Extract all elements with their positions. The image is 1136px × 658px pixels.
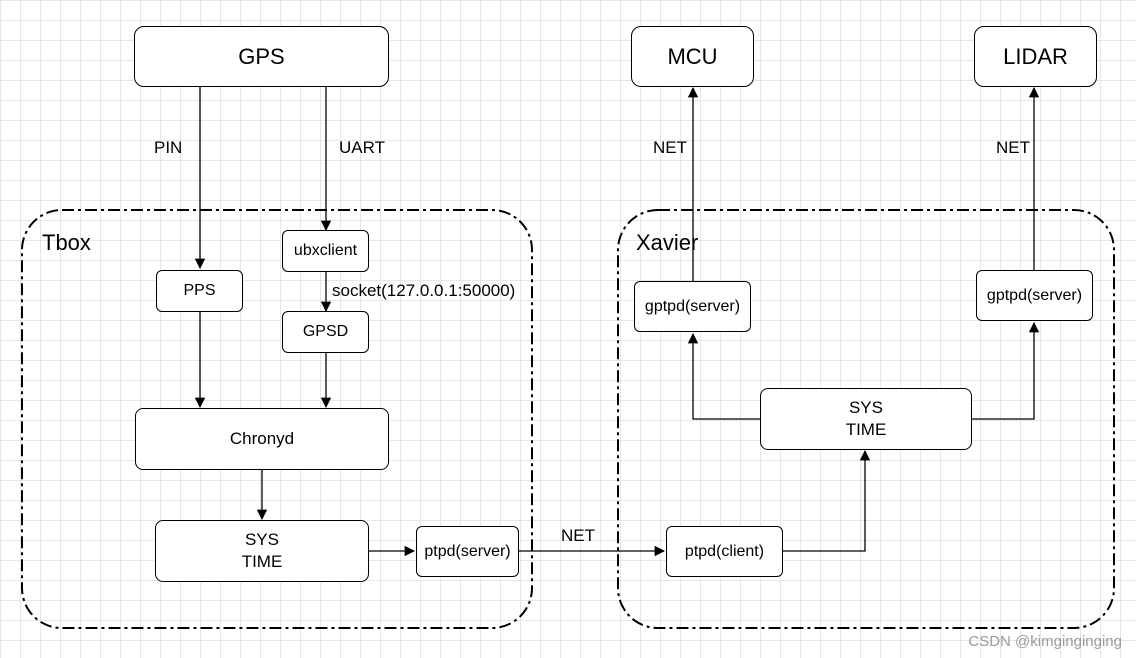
pps-node: PPS	[156, 270, 243, 312]
tbox-sys-time-label: SYS TIME	[241, 530, 283, 571]
gpsd-node-label: GPSD	[302, 323, 349, 340]
tbox-group-border	[21, 209, 533, 629]
net-ptp-edge-label: NET	[561, 526, 595, 545]
gps-node-label: GPS	[238, 43, 285, 69]
xavier-sys-time-node: SYS TIME	[760, 388, 972, 450]
net-lidar-edge-label: NET	[996, 138, 1030, 157]
ubxclient-node: ubxclient	[282, 230, 369, 272]
chronyd-node: Chronyd	[135, 408, 389, 470]
xavier-group-border	[617, 209, 1115, 629]
edge-xavier-systime-to-gptpd-left	[687, 332, 760, 420]
gps-node: GPS	[134, 26, 389, 87]
pps-node-label: PPS	[183, 282, 216, 299]
ptpd-client-node: ptpd(client)	[666, 526, 783, 577]
gptpd-server-left-label: gptpd(server)	[644, 297, 741, 315]
gptpd-server-right-label: gptpd(server)	[986, 286, 1083, 304]
xavier-sys-time-label: SYS TIME	[845, 398, 887, 439]
tbox-sys-time-node: SYS TIME	[155, 520, 369, 582]
mcu-node-label: MCU	[667, 43, 718, 69]
chronyd-node-label: Chronyd	[229, 429, 295, 448]
mcu-node: MCU	[631, 26, 754, 87]
net-mcu-edge-label: NET	[653, 138, 687, 157]
ubxclient-node-label: ubxclient	[293, 242, 358, 259]
tbox-group-label: Tbox	[42, 230, 91, 255]
edge-ptpd-client-to-xavier-systime	[783, 449, 871, 552]
lidar-node-label: LIDAR	[1003, 43, 1068, 69]
ptpd-client-label: ptpd(client)	[684, 542, 765, 560]
xavier-group-label: Xavier	[636, 230, 699, 255]
ptpd-server-label: ptpd(server)	[424, 542, 511, 560]
ptpd-server-node: ptpd(server)	[416, 526, 519, 577]
watermark: CSDN @kimginginging	[968, 633, 1122, 650]
gptpd-server-right-node: gptpd(server)	[976, 270, 1093, 321]
uart-edge-label: UART	[339, 138, 385, 157]
gptpd-server-left-node: gptpd(server)	[634, 281, 751, 332]
lidar-node: LIDAR	[974, 26, 1097, 87]
gpsd-node: GPSD	[282, 311, 369, 353]
socket-edge-label: socket(127.0.0.1:50000)	[332, 281, 516, 300]
edge-xavier-systime-to-gptpd-right	[972, 321, 1040, 420]
pin-edge-label: PIN	[154, 138, 183, 157]
